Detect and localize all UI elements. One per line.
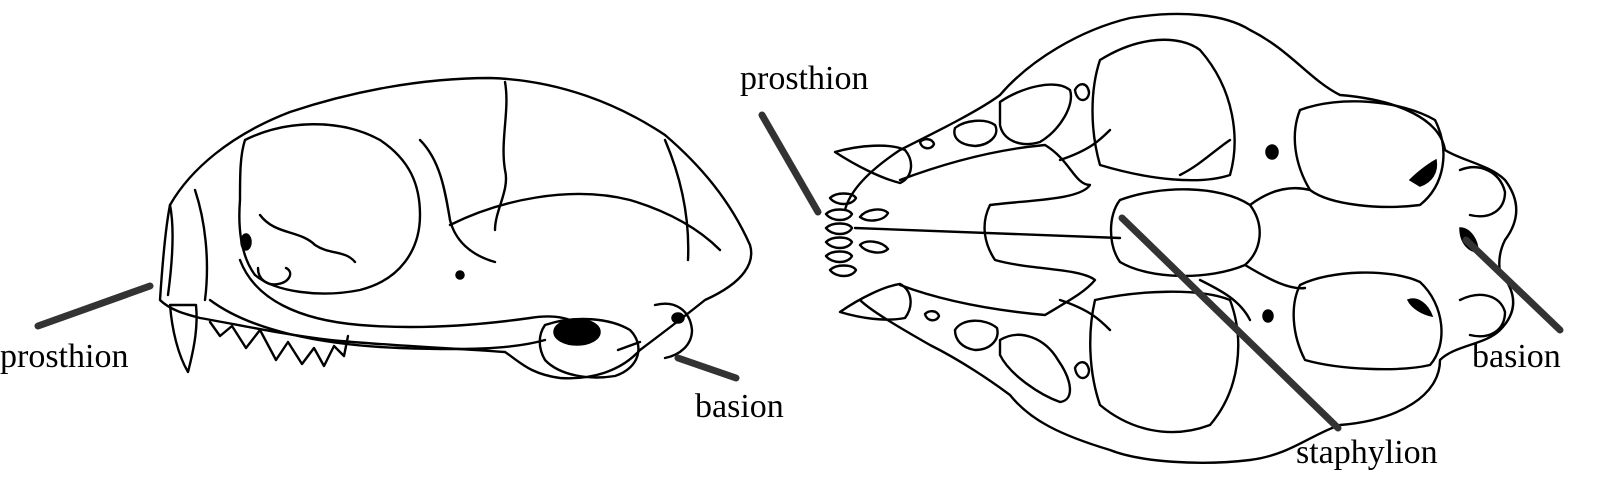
- lateral-skull-view: [34, 76, 753, 382]
- ventral-auditory-bulla-left: [1293, 100, 1445, 209]
- ventral-occipital-condyle-left: [1458, 166, 1507, 218]
- lateral-suture-1: [493, 80, 508, 232]
- ventral-basion-label: basion: [1472, 338, 1561, 375]
- lateral-maxilla: [166, 188, 209, 302]
- lateral-suture-3: [448, 192, 722, 252]
- ventral-staphylion-pointer: [1118, 214, 1342, 432]
- lateral-small-foramen: [240, 233, 252, 251]
- lateral-suture-2: [418, 138, 497, 264]
- ventral-premolar-right-2: [998, 333, 1072, 404]
- ventral-premolar-right-1: [953, 319, 999, 352]
- lateral-orbit: [238, 123, 422, 295]
- ventral-foramen-1: [1265, 144, 1279, 160]
- ventral-zygomatic-right: [1089, 290, 1240, 434]
- ventral-premolar-left-1: [953, 119, 998, 148]
- ventral-zygomatic-left: [1091, 38, 1236, 182]
- ventral-skull-view: [758, 12, 1564, 464]
- ventral-suture-lines: [1058, 128, 1312, 332]
- ventral-premolar-left-2: [998, 83, 1073, 146]
- lateral-basion-pointer: [674, 354, 740, 382]
- lateral-prosthion-pointer: [34, 282, 154, 330]
- ventral-prosthion-pointer: [758, 111, 822, 216]
- lateral-prosthion-label: prosthion: [0, 338, 129, 375]
- lateral-suture-4: [663, 138, 690, 262]
- lateral-zygomatic-lower: [208, 298, 547, 351]
- lateral-infraorbital-foramen: [455, 270, 465, 280]
- ventral-foramen-2: [1262, 309, 1274, 323]
- ventral-palatine-foramina: [858, 83, 1091, 380]
- lateral-occipital-foramen: [671, 312, 685, 324]
- lateral-occipital: [616, 302, 694, 360]
- ventral-basion-pointer: [1462, 236, 1564, 334]
- lateral-auditory-meatus: [553, 318, 601, 346]
- ventral-skull-outline: [843, 12, 1518, 464]
- ventral-occipital-condyle-right: [1458, 293, 1507, 338]
- ventral-incisors: [824, 192, 858, 278]
- ventral-upper-canine-left: [833, 144, 913, 185]
- ventral-auditory-bulla-right: [1292, 271, 1443, 371]
- ventral-midline-suture: [853, 226, 1122, 240]
- lateral-basion-label: basion: [695, 388, 784, 425]
- ventral-jugular-foramen-left: [1408, 158, 1438, 187]
- ventral-jugular-foramen-right: [1406, 298, 1434, 317]
- lateral-cranium-outline: [158, 76, 753, 380]
- lateral-auditory-bulla: [538, 317, 640, 379]
- lateral-cheek-teeth: [208, 320, 350, 368]
- ventral-upper-canine-right: [838, 282, 912, 321]
- lateral-zygomatic-arch: [238, 258, 587, 332]
- lateral-upper-canine: [168, 303, 198, 374]
- lateral-infraorbital-loop: [256, 266, 292, 286]
- ventral-palate: [898, 143, 1097, 317]
- ventral-prosthion-label: prosthion: [740, 60, 869, 97]
- ventral-staphylion-label: staphylion: [1296, 434, 1438, 471]
- lateral-temporal: [258, 213, 357, 264]
